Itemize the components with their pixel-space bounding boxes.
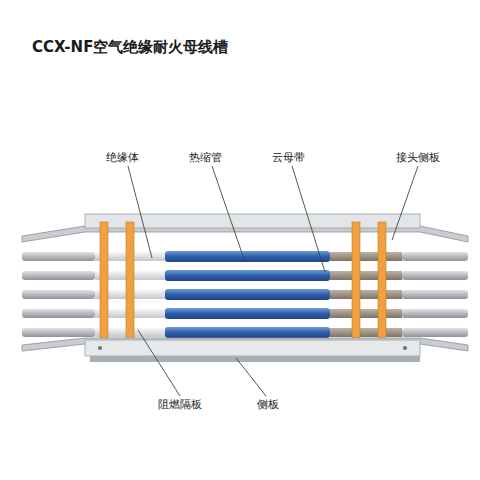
heat-shrink-tube bbox=[165, 327, 330, 338]
bar-end bbox=[402, 290, 468, 299]
bar-end bbox=[22, 328, 95, 337]
barrier bbox=[126, 222, 134, 344]
bar-end bbox=[22, 309, 95, 318]
barrier bbox=[378, 222, 386, 344]
bar-end bbox=[22, 271, 95, 280]
barrier bbox=[100, 222, 108, 344]
conductor-bar bbox=[22, 270, 468, 281]
leader-lines bbox=[128, 166, 418, 396]
part-label: 侧板 bbox=[255, 398, 281, 411]
bar-end bbox=[22, 252, 95, 261]
flame-retardant-barriers bbox=[100, 222, 386, 344]
leader-line bbox=[212, 166, 245, 262]
heat-shrink-tube bbox=[165, 308, 330, 319]
mica-tape bbox=[330, 328, 402, 337]
part-label: 热缩管 bbox=[187, 151, 224, 164]
leader-line bbox=[292, 166, 325, 272]
part-label: 接头侧板 bbox=[394, 151, 442, 164]
side-plate-top bbox=[85, 214, 420, 228]
bar-end bbox=[402, 309, 468, 318]
leader-line bbox=[128, 166, 152, 258]
conductor-bar bbox=[22, 327, 468, 338]
heat-shrink-tube bbox=[165, 289, 330, 300]
conductor-bar bbox=[22, 251, 468, 262]
bolt-hole bbox=[403, 346, 407, 350]
conductor-bar bbox=[22, 308, 468, 319]
diagram-title: CCX-NF空气绝缘耐火母线槽 bbox=[30, 38, 230, 57]
side-plate-bottom bbox=[85, 340, 420, 356]
bolt-hole bbox=[98, 346, 102, 350]
bar-end bbox=[402, 271, 468, 280]
part-label: 绝缘体 bbox=[104, 151, 141, 164]
mica-tape bbox=[330, 309, 402, 318]
bar-end bbox=[22, 290, 95, 299]
leader-line bbox=[236, 358, 266, 396]
bar-end bbox=[402, 328, 468, 337]
heat-shrink-tube bbox=[165, 251, 330, 262]
leader-line bbox=[138, 330, 180, 396]
conductor-bars bbox=[22, 251, 468, 338]
side-plate-edge bbox=[90, 356, 420, 362]
heat-shrink-tube bbox=[165, 270, 330, 281]
barrier bbox=[352, 222, 360, 344]
part-label: 阻燃隔板 bbox=[156, 398, 204, 411]
mica-tape bbox=[330, 271, 402, 280]
conductor-bar bbox=[22, 289, 468, 300]
mica-tape bbox=[330, 290, 402, 299]
leader-line bbox=[392, 166, 418, 240]
mica-tape bbox=[330, 252, 402, 261]
bar-end bbox=[402, 252, 468, 261]
part-label: 云母带 bbox=[270, 151, 307, 164]
